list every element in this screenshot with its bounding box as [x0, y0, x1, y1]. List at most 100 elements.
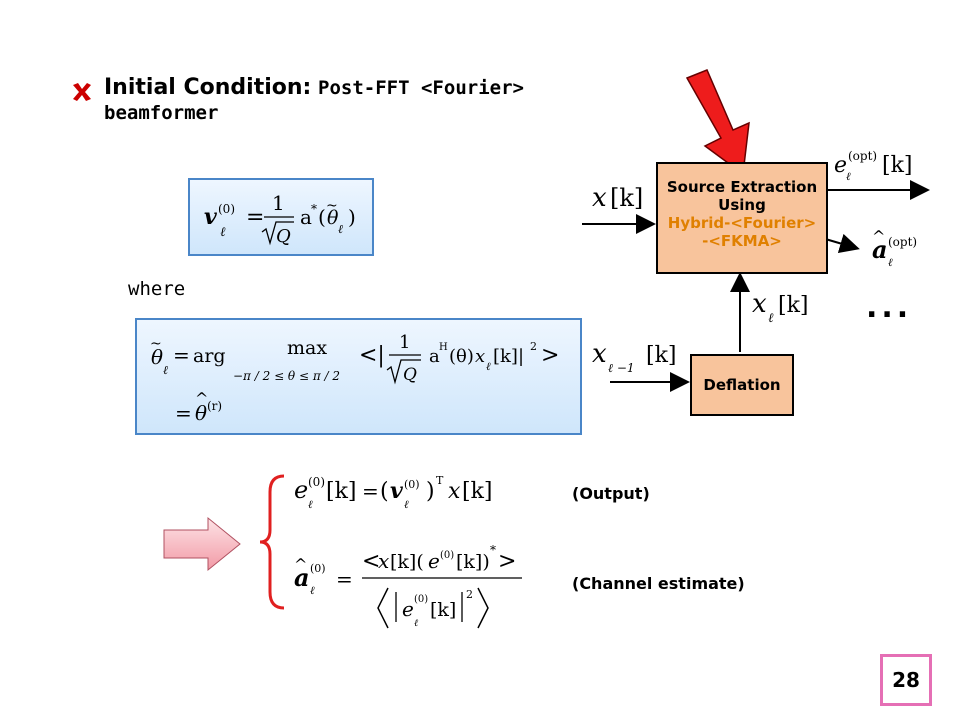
extraction-line3: Hybrid-<Fourier>	[667, 214, 817, 232]
svg-text:<: <	[362, 549, 380, 574]
beamformer-equation: v (0) ℓ = 1 Q a * ( θ ~ ℓ )	[204, 191, 356, 247]
svg-text:=: =	[336, 567, 353, 591]
svg-text:(r): (r)	[207, 399, 222, 413]
page-number-box: 28	[880, 654, 932, 706]
svg-text:arg: arg	[193, 345, 226, 367]
svg-text:[k]: [k]	[462, 479, 493, 504]
svg-text:a: a	[872, 235, 888, 264]
svg-text:ℓ: ℓ	[404, 498, 409, 511]
page-number: 28	[892, 668, 920, 692]
svg-text:ℓ −1: ℓ −1	[608, 361, 635, 375]
svg-text:θ: θ	[151, 345, 163, 369]
svg-text:>: >	[541, 343, 559, 368]
svg-text:a: a	[300, 205, 312, 229]
red-arrow-icon	[665, 68, 765, 178]
svg-text:(opt): (opt)	[888, 235, 917, 249]
extraction-line4: -<FKMA>	[702, 232, 782, 250]
svg-text:ℓ: ℓ	[220, 225, 226, 240]
input-signal-label: x[k]	[590, 178, 650, 222]
deflation-label: Deflation	[703, 376, 781, 394]
svg-text:Q: Q	[403, 365, 417, 385]
title-rest: Post-FFT <Fourier>	[318, 77, 524, 99]
where-label: where	[128, 278, 186, 300]
extraction-line1: Source Extraction	[666, 178, 818, 196]
svg-text:ℓ: ℓ	[163, 363, 168, 377]
svg-text:(0): (0)	[218, 202, 235, 216]
svg-text:=: =	[175, 401, 192, 425]
output-equation: e (0) ℓ [k] = ( v (0) ℓ ) T x [k]	[292, 468, 512, 516]
svg-text:(0): (0)	[308, 475, 325, 489]
svg-text:[k]): [k])	[456, 551, 490, 573]
svg-text:x: x	[378, 549, 389, 573]
residual-signal-label: x ℓ [k]	[750, 286, 820, 330]
svg-text:): )	[426, 479, 435, 504]
svg-text:=: =	[362, 479, 379, 503]
svg-text:[k]: [k]	[778, 293, 809, 318]
svg-text:e: e	[428, 549, 440, 573]
output-a-opt-label: a ^ (opt) ℓ	[870, 227, 950, 272]
channel-estimate-equation: a ^ (0) ℓ = < x [k]( e (0) [k]) * > e (0…	[292, 536, 542, 640]
svg-text:[k]: [k]	[882, 153, 913, 178]
svg-text:ℓ: ℓ	[888, 256, 893, 268]
svg-text:[k]: [k]	[430, 599, 456, 621]
svg-text:(0): (0)	[310, 562, 326, 575]
svg-text:max: max	[287, 337, 327, 359]
svg-text:a: a	[429, 346, 440, 367]
output-label: (Output)	[572, 484, 650, 503]
svg-text:(: (	[380, 479, 389, 504]
channel-estimate-label: (Channel estimate)	[572, 574, 745, 593]
svg-text:e: e	[402, 597, 414, 621]
svg-text:(θ): (θ)	[449, 346, 474, 367]
svg-text:a: a	[294, 563, 310, 592]
source-extraction-block: Source Extraction Using Hybrid-<Fourier>…	[656, 162, 828, 274]
svg-text:1: 1	[272, 191, 285, 215]
svg-text:x: x	[448, 479, 461, 504]
ellipsis: ...	[866, 290, 913, 325]
svg-text:^: ^	[872, 228, 885, 246]
svg-text:(opt): (opt)	[848, 149, 877, 163]
svg-text:ℓ: ℓ	[414, 618, 418, 629]
svg-text:v: v	[390, 478, 403, 504]
title-line2: beamformer	[104, 102, 219, 124]
svg-text:<|: <|	[359, 343, 385, 368]
svg-text:H: H	[439, 342, 448, 353]
svg-text:v: v	[204, 204, 217, 230]
svg-text:(0): (0)	[414, 594, 428, 605]
title-lead: Initial Condition	[104, 75, 303, 100]
svg-text:*: *	[311, 202, 317, 216]
svg-text:ℓ: ℓ	[308, 498, 313, 511]
svg-text:θ: θ	[327, 207, 339, 229]
svg-text:2: 2	[466, 588, 473, 601]
svg-text:−π / 2 ≤ θ ≤ π / 2: −π / 2 ≤ θ ≤ π / 2	[233, 369, 340, 383]
svg-text:): )	[348, 205, 356, 229]
svg-text:^: ^	[294, 555, 307, 574]
previous-signal-label: x ℓ −1 [k]	[590, 336, 690, 380]
beamformer-equation-box: v (0) ℓ = 1 Q a * ( θ ~ ℓ )	[188, 178, 374, 256]
svg-text:(0): (0)	[440, 550, 454, 561]
svg-text:[k]: [k]	[610, 184, 643, 212]
extraction-line2: Using	[718, 196, 766, 214]
svg-text:*: *	[490, 543, 496, 557]
svg-text:x: x	[592, 183, 607, 213]
output-e-opt-label: e (opt) ℓ [k]	[832, 146, 922, 186]
svg-text:(: (	[318, 205, 326, 229]
svg-text:x: x	[752, 289, 767, 319]
svg-text:ℓ: ℓ	[846, 170, 851, 182]
svg-text:2: 2	[530, 340, 537, 353]
svg-text:>: >	[498, 549, 516, 574]
pink-right-arrow-icon	[162, 516, 242, 572]
svg-text:~: ~	[150, 336, 162, 352]
deflation-block: Deflation	[690, 354, 794, 416]
svg-text:θ: θ	[195, 401, 207, 425]
svg-text:=: =	[246, 205, 264, 230]
slide-title: Initial Condition: Post-FFT <Fourier> be…	[104, 75, 624, 124]
svg-text:e: e	[834, 153, 847, 178]
svg-text:ℓ: ℓ	[338, 222, 343, 236]
bullet-cross-icon	[70, 80, 94, 104]
svg-text:^: ^	[195, 389, 208, 408]
doa-equation-box: θ ~ ℓ = arg max −π / 2 ≤ θ ≤ π / 2 <| 1 …	[135, 318, 582, 435]
svg-text:T: T	[436, 474, 444, 487]
doa-equation: θ ~ ℓ = arg max −π / 2 ≤ θ ≤ π / 2 <| 1 …	[150, 332, 559, 425]
svg-text:Q: Q	[276, 226, 291, 247]
svg-text:x: x	[475, 346, 485, 367]
